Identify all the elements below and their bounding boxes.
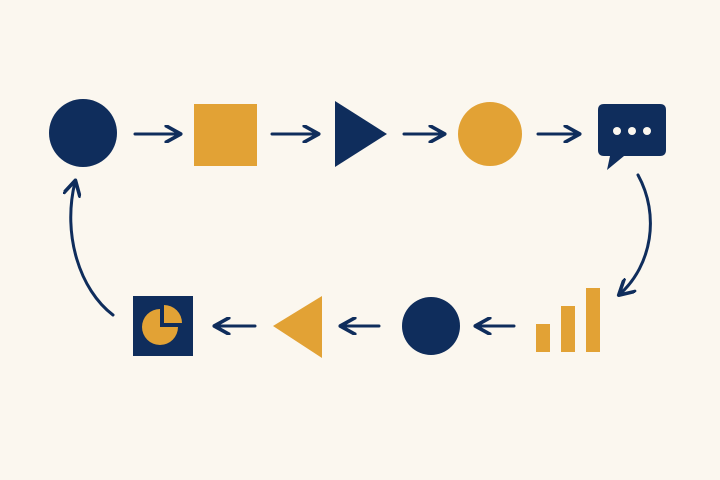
- curved-arrow-up-icon: [71, 182, 115, 317]
- node-4-gold-circle-icon: [458, 102, 522, 166]
- node-6-gold-bar-chart-icon: [536, 288, 600, 352]
- node-5-navy-chat-bubble-icon: [598, 104, 666, 170]
- node-3-navy-play-triangle-icon: [335, 101, 387, 167]
- node-9-navy-pie-chart-icon: [133, 296, 193, 356]
- node-2-gold-square-icon: [194, 104, 257, 166]
- chat-dot-icon: [628, 127, 636, 135]
- curved-arrow-down-icon: [620, 173, 652, 294]
- node-1-navy-circle-icon: [49, 99, 117, 167]
- node-8-gold-triangle-left-icon: [273, 296, 322, 358]
- chat-dot-icon: [643, 127, 651, 135]
- chat-dot-icon: [613, 127, 621, 135]
- node-7-navy-circle-icon: [402, 297, 460, 355]
